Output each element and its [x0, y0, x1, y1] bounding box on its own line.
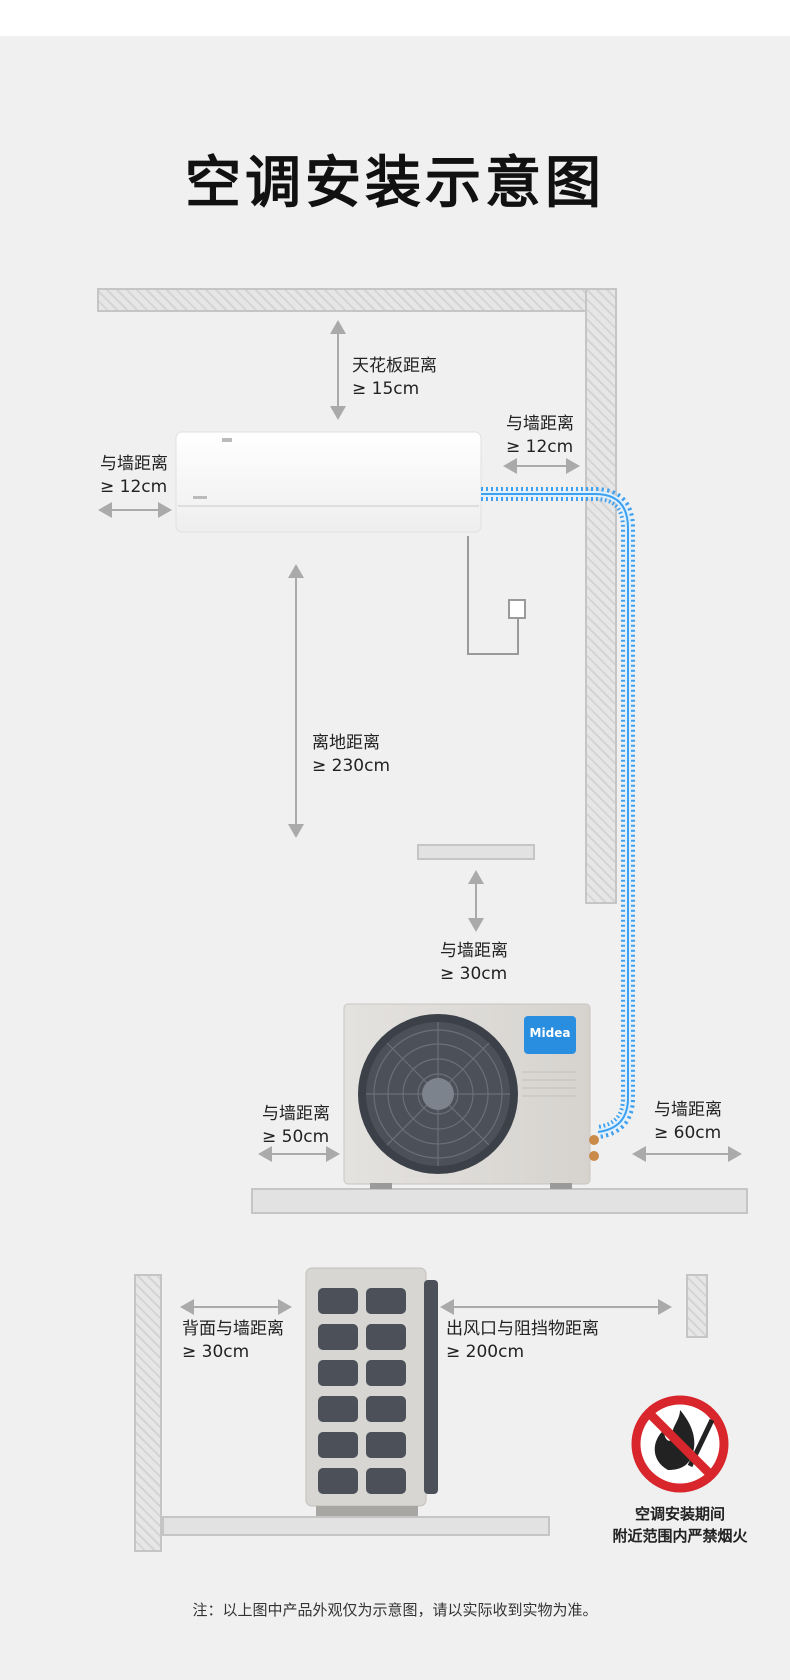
outdoor-unit-front — [343, 1003, 599, 1189]
outlet-distance-label: 出风口与阻挡物距离≥ 200cm — [446, 1319, 599, 1362]
footnote: 注：以上图中产品外观仅为示意图，请以实际收到实物为准。 — [192, 1601, 598, 1619]
obstacle-wall — [686, 1274, 708, 1338]
power-socket-icon — [508, 599, 526, 619]
warning-text: 空调安装期间附近范围内严禁烟火 — [612, 1505, 748, 1545]
indoor-unit — [175, 431, 482, 533]
refrigerant-pipe — [481, 487, 635, 1139]
back-wall — [134, 1274, 162, 1552]
page-title: 空调安装示意图 — [185, 151, 605, 216]
power-cord — [467, 536, 519, 655]
ground-slab — [251, 1188, 748, 1214]
floor-distance-label: 离地距离≥ 230cm — [312, 733, 391, 776]
right-wall-distance-label: 与墙距离≥ 12cm — [506, 414, 574, 457]
outdoor-top-distance-label: 与墙距离≥ 30cm — [440, 941, 508, 984]
ceiling-wall — [97, 288, 617, 312]
no-fire-icon — [631, 1395, 729, 1493]
outdoor-left-distance-label: 与墙距离≥ 50cm — [262, 1104, 330, 1147]
back-distance-label: 背面与墙距离≥ 30cm — [182, 1319, 284, 1362]
right-wall — [585, 288, 617, 904]
left-wall-distance-label: 与墙距离≥ 12cm — [100, 454, 168, 497]
brand-logo: Midea — [529, 1026, 571, 1040]
outdoor-right-distance-label: 与墙距离≥ 60cm — [654, 1100, 722, 1143]
outdoor-unit-side — [305, 1267, 438, 1516]
outdoor-top-shelf — [417, 844, 535, 860]
bottom-floor — [162, 1516, 550, 1536]
ceiling-distance-label: 天花板距离≥ 15cm — [352, 356, 437, 399]
